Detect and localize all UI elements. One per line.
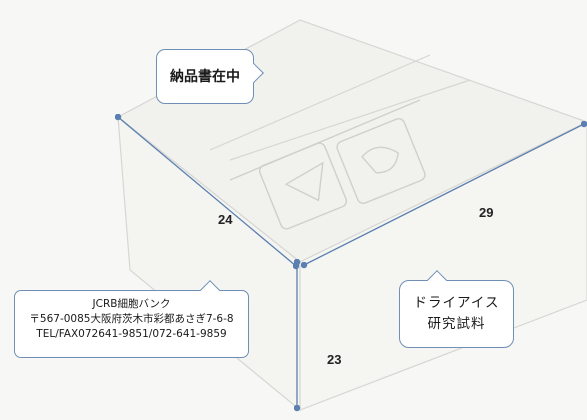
delivery-note-label: 納品書在中 xyxy=(170,69,240,85)
dry-ice-label: ドライアイス xyxy=(413,295,500,311)
width-line xyxy=(300,120,587,269)
sender-address-callout: JCRB細胞バンク 〒567-0085大阪府茨木市彩都あさぎ7-6-8 TEL/… xyxy=(14,280,249,358)
depth-dimension-label: 24 xyxy=(218,212,233,227)
sender-phone: TEL/FAX072641-9851/072-641-9859 xyxy=(36,328,227,340)
dimension-lines xyxy=(114,113,587,412)
delivery-note-callout: 納品書在中 xyxy=(156,49,264,104)
sender-address: 〒567-0085大阪府茨木市彩都あさぎ7-6-8 xyxy=(29,313,234,325)
dry-ice-callout: ドライアイス 研究試料 xyxy=(399,270,514,348)
sender-name: JCRB細胞バンク xyxy=(92,298,171,310)
height-dimension-label: 23 xyxy=(327,352,342,367)
depth-line xyxy=(114,113,300,270)
width-dimension-label: 29 xyxy=(479,205,494,220)
research-sample-label: 研究試料 xyxy=(427,316,486,332)
